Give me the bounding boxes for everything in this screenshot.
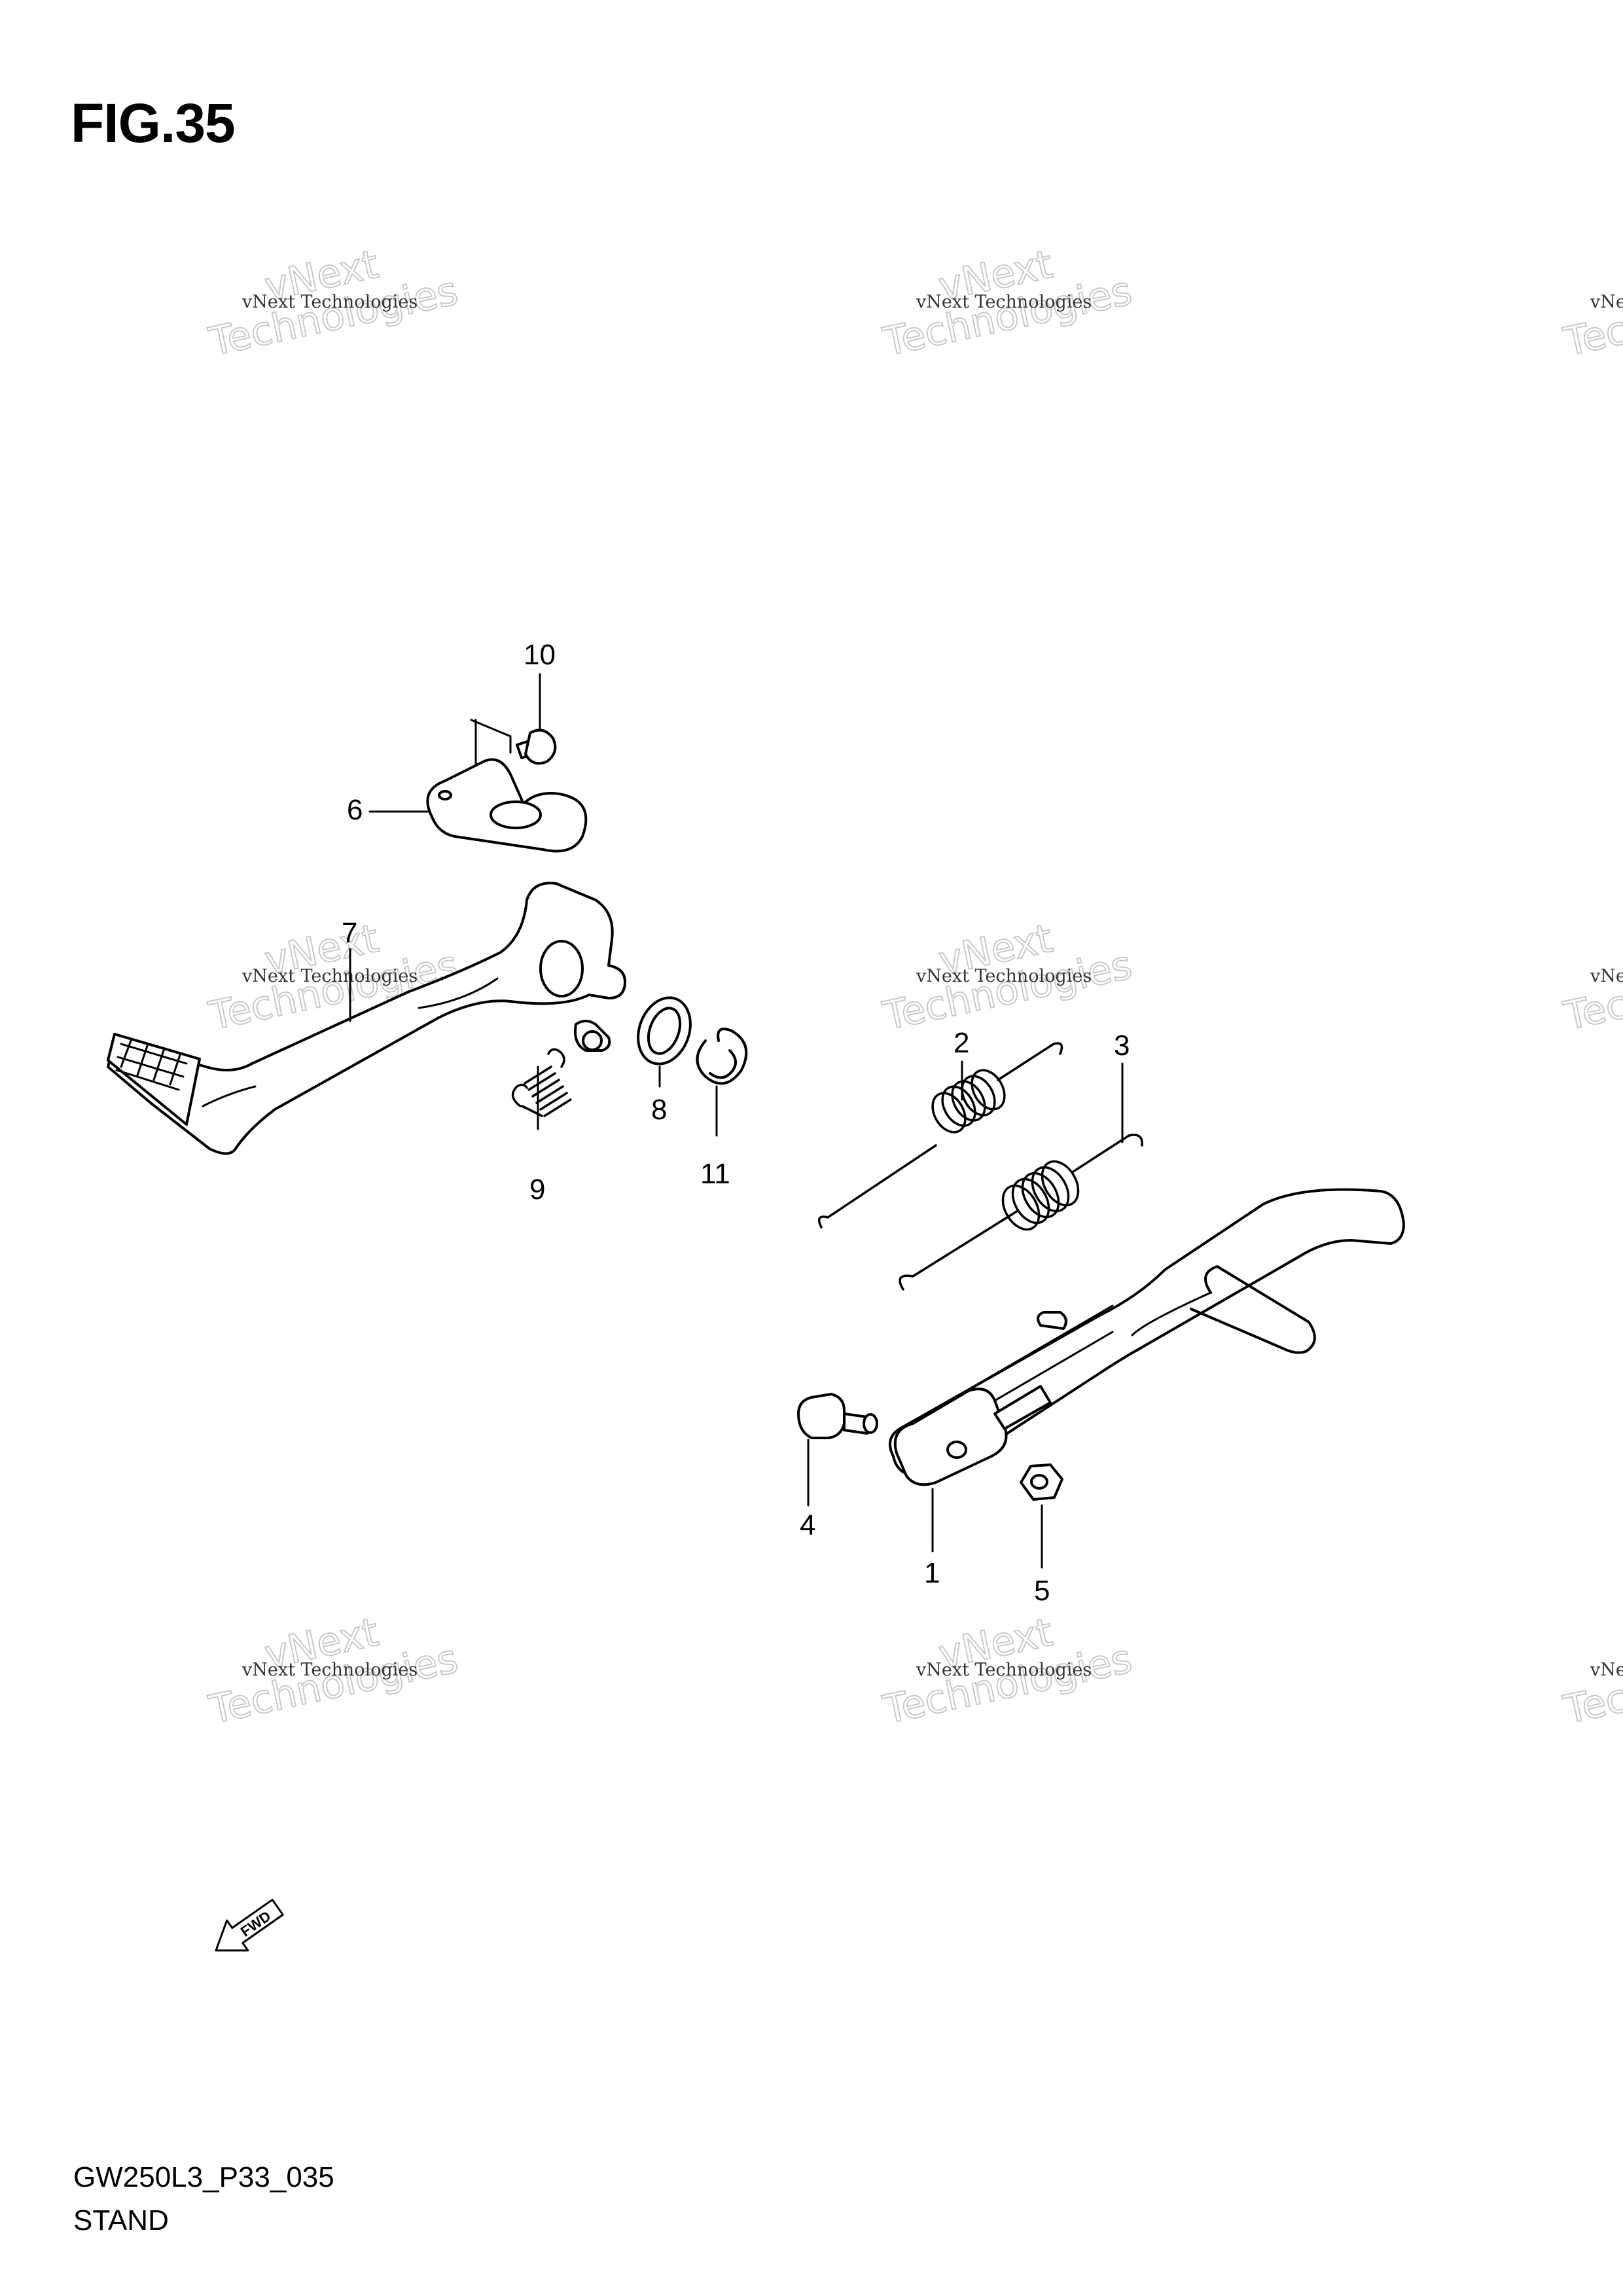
pedal-grip-pattern [107,1033,201,1126]
callout-4: 4 [800,1509,815,1541]
watermark: Technologies vNext vNext Technologies [204,1609,463,1734]
part-2-spring [817,1042,1063,1229]
callout-numbers: 10 6 7 2 3 8 11 9 4 1 5 [342,639,1130,1607]
watermark-company: vNext Technologies [1590,966,1623,986]
callout-2: 2 [954,1027,969,1059]
watermark-word: Technologies [1560,268,1623,365]
part-5-nut [1020,1463,1063,1501]
callout-8: 8 [651,1094,667,1126]
callout-9: 9 [529,1174,545,1206]
watermark: Technologies vNext vNext Technologies [204,241,463,366]
watermark-company: vNext Technologies [916,292,1092,312]
drawing-code: GW250L3_P33_035 [73,2161,334,2193]
watermark: Technologies vNext Technologies [1559,1635,1623,1734]
watermark: Technologies vNext vNext Technologies [878,241,1137,366]
watermark: Technologies vNext Technologies [1559,941,1623,1040]
watermark-word: Technologies [1560,1636,1623,1733]
watermark: Technologies vNext vNext Technologies [878,915,1137,1040]
part-6-bracket [426,758,588,853]
part-11-circlip [696,1028,748,1085]
watermark-company: vNext Technologies [916,1660,1092,1680]
callout-1: 1 [924,1557,940,1589]
watermark-company: vNext Technologies [241,966,418,986]
callout-7: 7 [342,917,357,949]
watermark: Technologies vNext vNext Technologies [878,1609,1137,1734]
callout-11: 11 [700,1158,730,1190]
figure-title: FIG.35 [71,92,236,154]
part-9-spring [511,1048,572,1117]
part-7-pedal-lever [107,882,626,1155]
watermark-word: Technologies [1560,942,1623,1039]
watermark-company: vNext Technologies [1590,1660,1623,1680]
watermark-company: vNext Technologies [241,1660,418,1680]
watermark: Technologies vNext Technologies [1559,267,1623,366]
watermark-company: vNext Technologies [241,292,418,312]
leader-lines [349,673,1124,1569]
callout-3: 3 [1114,1030,1130,1062]
section-name: STAND [73,2204,169,2236]
watermark-company: vNext Technologies [1590,292,1623,312]
callout-6: 6 [347,794,363,826]
part-8-washer [637,996,692,1066]
callout-5: 5 [1034,1575,1050,1607]
watermark-company: vNext Technologies [916,966,1092,986]
part-4-pivot-bolt [797,1393,878,1439]
part-3-spring [899,1134,1143,1291]
callout-10: 10 [524,639,556,671]
part-1-side-stand [889,1188,1405,1486]
fwd-arrow-icon: FWD [215,1899,284,1952]
